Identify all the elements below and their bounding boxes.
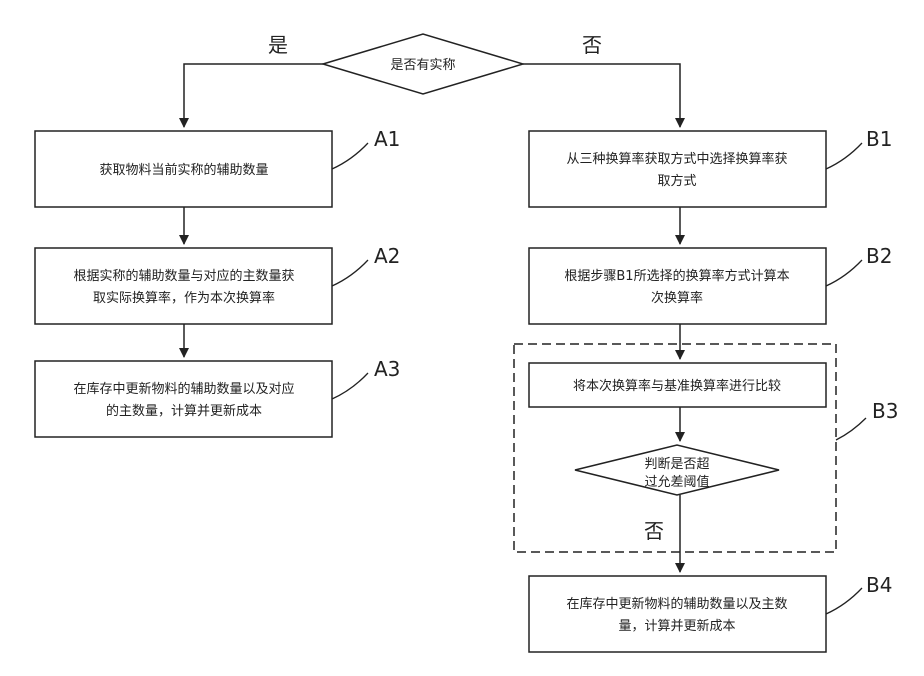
step-b4-line-2: 量，计算并更新成本	[618, 618, 735, 634]
tag-a2: A2	[374, 244, 400, 268]
tag-b2-leader	[826, 260, 862, 286]
tag-a3-leader	[332, 373, 368, 399]
tag-b4: B4	[866, 573, 892, 597]
tag-b1: B1	[866, 127, 892, 151]
step-b2-box	[529, 248, 826, 324]
step-a3-box	[35, 361, 332, 437]
step-b4-line-1: 在库存中更新物料的辅助数量以及主数	[566, 596, 787, 612]
step-b1-line-2: 取方式	[657, 173, 696, 189]
step-a2-box	[35, 248, 332, 324]
step-a3-line-2: 的主数量，计算并更新成本	[106, 403, 262, 419]
tag-a1: A1	[374, 127, 400, 151]
yes-label: 是	[268, 33, 288, 57]
step-a1-line-1: 获取物料当前实称的辅助数量	[99, 162, 268, 178]
step-a3-line-1: 在库存中更新物料的辅助数量以及对应	[73, 381, 294, 397]
tag-a2-leader	[332, 260, 368, 286]
step-b4-box	[529, 576, 826, 652]
step-b3-compare-text: 将本次换算率与基准换算率进行比较	[573, 378, 781, 394]
step-a2-line-2: 取实际换算率，作为本次换算率	[93, 290, 275, 306]
step-b1-box	[529, 131, 826, 207]
tag-b3: B3	[872, 399, 898, 423]
tag-b1-leader	[826, 143, 862, 169]
decision-b3-line-1: 判断是否超	[644, 457, 709, 472]
tag-a1-leader	[332, 143, 368, 169]
step-a2-line-1: 根据实称的辅助数量与对应的主数量获	[73, 268, 294, 284]
yes-branch-line	[184, 64, 323, 127]
step-b2-line-2: 次换算率	[651, 290, 703, 306]
decision-b3-line-2: 过允差阈值	[644, 474, 709, 490]
tag-a3: A3	[374, 357, 400, 381]
step-b2-line-1: 根据步骤B1所选择的换算率方式计算本	[564, 268, 789, 284]
no-label: 否	[582, 33, 602, 57]
step-b1-line-1: 从三种换算率获取方式中选择换算率获	[566, 151, 787, 167]
no-branch-line	[523, 64, 680, 127]
decision-text: 是否有实称	[390, 58, 455, 73]
tag-b3-leader	[836, 418, 866, 440]
tag-b4-leader	[826, 588, 862, 614]
tag-b2: B2	[866, 244, 892, 268]
b3-no-label: 否	[644, 519, 664, 543]
